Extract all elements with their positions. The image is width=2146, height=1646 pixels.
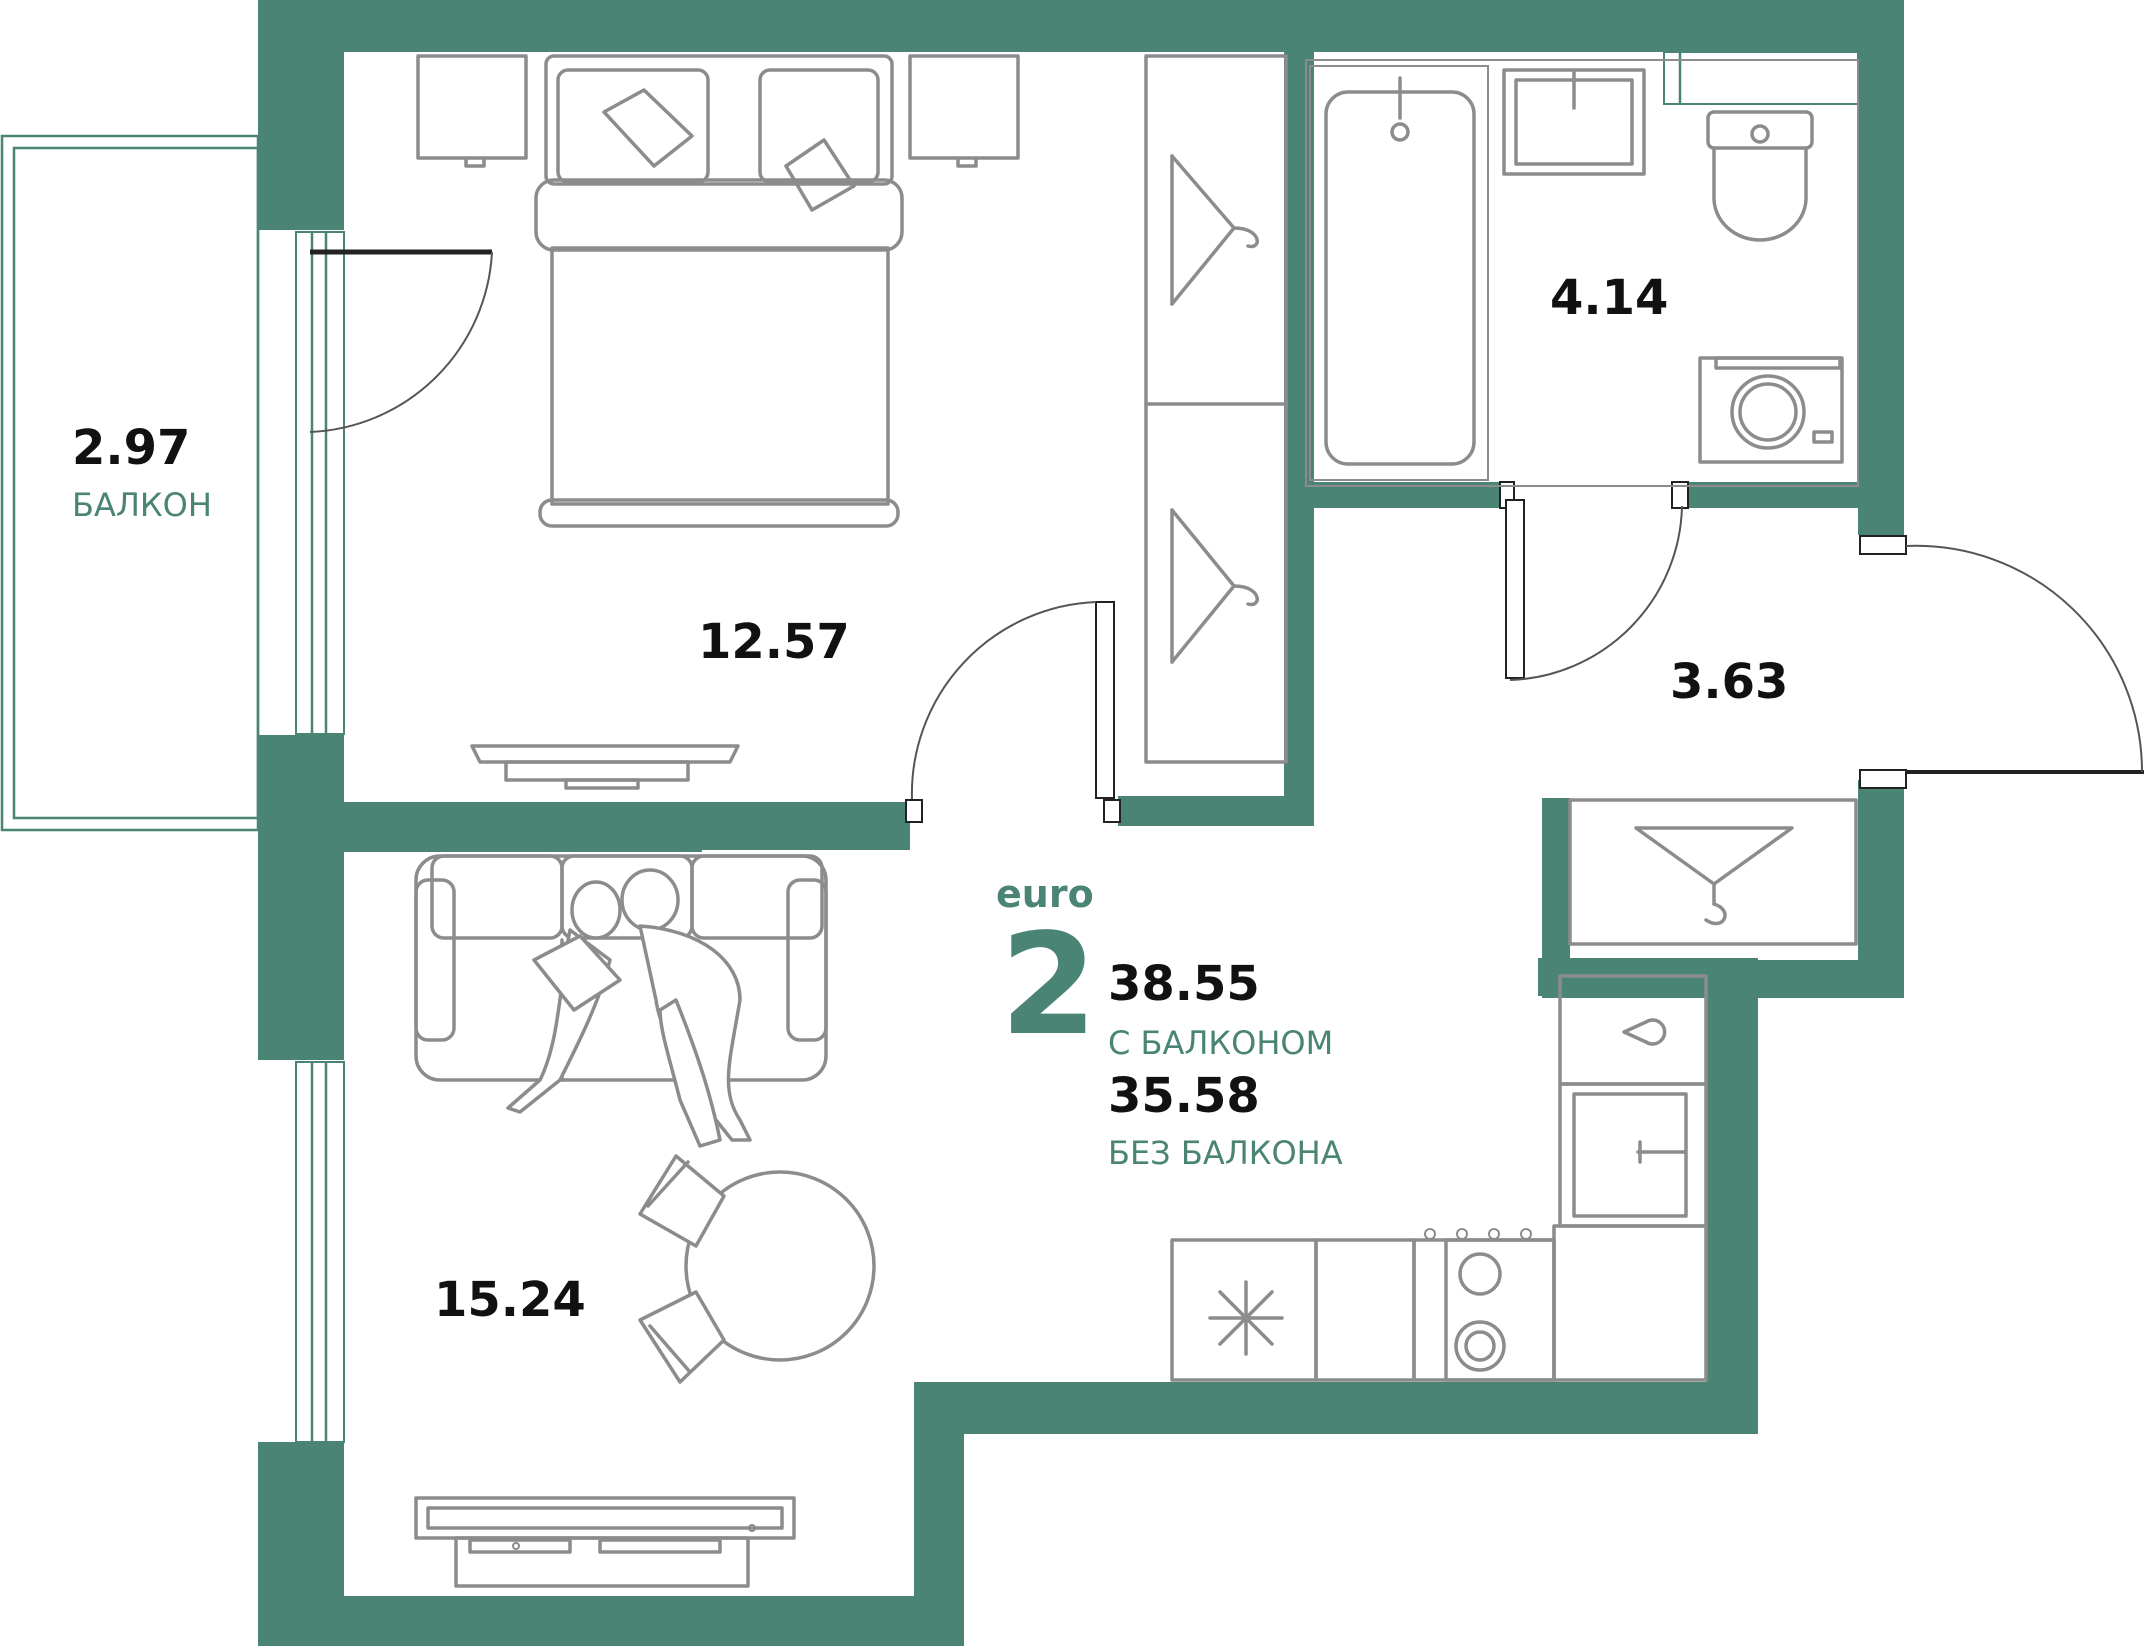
toilet-icon [1706,110,1814,242]
wardrobe-icon [1144,54,1288,764]
tv-stand-icon [414,1496,796,1588]
area-without-balcony: 35.58 [1108,1068,1260,1124]
laptop-icon [532,934,622,1012]
stove-icon [1412,1228,1556,1382]
storage-closet [1568,798,1858,946]
chair-icon [638,1154,726,1248]
bedroom-door [905,601,1121,823]
kitchen-sink-icon [1558,1082,1708,1228]
balcony [0,134,260,832]
bedroom-area: 12.57 [698,614,850,670]
hanger-icon [1170,154,1259,306]
balcony-label: БАЛКОН [72,486,212,524]
fridge-icon [1170,1238,1318,1382]
dining-table-icon [638,1154,876,1384]
chair-icon [638,1290,726,1384]
apartment-type-label: euro [996,872,1094,916]
rooms-count: 2 [1000,904,1098,1067]
bathroom-outline [1305,59,1859,487]
living-area: 15.24 [434,1272,586,1328]
bathtub-icon [1309,65,1489,481]
without-balcony-label: БЕЗ БАЛКОНА [1108,1134,1343,1172]
bed-icon [534,54,904,528]
hanger-icon [1634,826,1794,926]
with-balcony-label: С БАЛКОНОМ [1108,1024,1334,1062]
area-with-balcony: 38.55 [1108,956,1260,1012]
bathroom-area: 4.14 [1550,270,1669,326]
entrance-door [1859,535,2144,789]
nightstand-icon [908,54,1020,168]
snowflake-icon [1208,1280,1284,1356]
bathroom-door [1499,481,1689,681]
nightstand-icon [416,54,528,168]
people-icon [506,868,752,1148]
sofa-icon [414,854,828,1082]
tv-stand-icon [470,744,740,790]
kitchen-counter [1170,974,1708,1382]
walls [258,0,1904,1646]
pillow-icon [758,68,880,212]
window-living [295,1061,345,1443]
washing-machine-icon [1698,356,1844,464]
window-bedroom [295,231,345,735]
balcony-area: 2.97 [72,420,191,476]
hall-area: 3.63 [1670,654,1789,710]
sink-icon [1502,68,1646,176]
balcony-door [309,249,493,433]
pillow-icon [556,68,710,184]
hanger-icon [1170,508,1259,664]
